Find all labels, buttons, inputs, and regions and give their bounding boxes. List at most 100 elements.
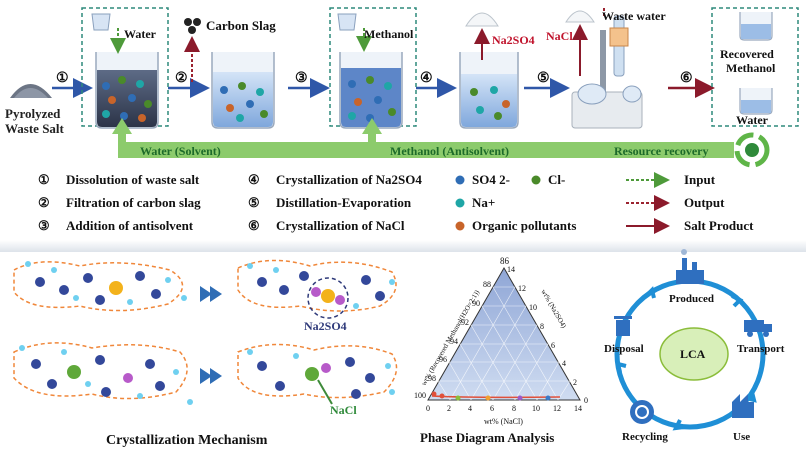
nacl-crystal-pile: [565, 10, 595, 23]
phase-bottom-tick-1: 0: [426, 404, 430, 413]
legend-step-2: Filtration of carbon slag: [66, 195, 201, 210]
recovery-box: [711, 7, 799, 127]
trash-icon: [614, 316, 632, 336]
step-num-6: ⑥: [680, 71, 693, 86]
phase-left-tick-3: 92: [461, 318, 469, 327]
recovered-beakers: [739, 12, 773, 115]
mechanism-arrow-2: [200, 368, 222, 384]
legend-step-num-6: ⑥: [248, 218, 260, 233]
beaker-antisolvent: [339, 52, 403, 129]
phase-left-tick-2: 90: [472, 299, 480, 308]
phase-title: Phase Diagram Analysis: [420, 430, 554, 445]
recovered-label-2: Methanol: [726, 61, 776, 75]
phase-bottom-tick-7: 12: [553, 404, 561, 413]
nacl-pointer: [317, 379, 333, 405]
lca-center: [659, 327, 729, 381]
phase-triangle: [427, 266, 581, 401]
step-num-2: ②: [175, 71, 188, 86]
factory-icon: [676, 249, 704, 284]
mechanism-nacl-label: NaCl: [330, 403, 357, 417]
lca-stage-recycling: Recycling: [622, 431, 668, 443]
resource-recovery-label: Resource recovery: [614, 144, 709, 158]
phase-left-tick-4: 94: [450, 337, 458, 346]
lca-arrow-4: [615, 361, 627, 373]
legend-output: Output: [684, 195, 725, 210]
mechanism-cluster-4: [237, 343, 398, 405]
mechanism-na2so4-label: Na2SO4: [304, 319, 347, 333]
legend-step-num-4: ④: [248, 172, 260, 187]
recovered-water-label: Water: [736, 113, 769, 127]
phase-right-tick-3: 10: [529, 303, 537, 312]
mechanism-cluster-2: [237, 259, 397, 319]
legend-na-dot: [455, 198, 465, 208]
step-num-4: ④: [420, 71, 433, 86]
phase-left-tick-5: 96: [439, 355, 447, 364]
legend: ① Dissolution of waste salt ② Filtration…: [38, 172, 754, 234]
phase-bottom-tick-5: 8: [512, 404, 516, 413]
na2so4-crystal-pile: [465, 12, 499, 27]
legend-step-num-2: ②: [38, 195, 50, 210]
legend-salt-product: Salt Product: [684, 218, 754, 233]
lca-arrow-3: [672, 419, 685, 431]
section-separator: [0, 240, 806, 252]
phase-top-value: 86: [500, 256, 510, 266]
legend-step-num-1: ①: [38, 172, 50, 187]
lca-arrow-1: [731, 294, 744, 308]
phase-points: [431, 391, 551, 401]
beaker-na2so4: [459, 52, 519, 129]
feed-label-1: Pyrolyzed: [5, 106, 61, 121]
phase-bottom-tick-3: 4: [468, 404, 472, 413]
lca-stage-produced: Produced: [669, 293, 714, 305]
carbon-slag-label: Carbon Slag: [206, 18, 276, 33]
legend-step-6: Crystallization of NaCl: [276, 218, 405, 233]
mechanism-cluster-1: [13, 261, 187, 312]
water-pitcher: [91, 13, 111, 31]
legend-so4: SO4 2-: [472, 172, 510, 187]
product-na2so4-label: Na2SO4: [492, 33, 535, 47]
legend-cl-dot: [531, 175, 541, 185]
legend-step-num-5: ⑤: [248, 195, 260, 210]
phase-bottom-tick-8: 14: [574, 404, 582, 413]
rotary-evaporator: [571, 15, 643, 129]
input-methanol-label: Methanol: [364, 27, 414, 41]
mechanism-panel: Na2SO4 NaCl Crystallization Mechanism: [13, 259, 398, 448]
mechanism-arrow-1: [200, 286, 222, 302]
recycle-methanol-label: Methanol (Antisolvent): [390, 144, 509, 158]
waste-water-label: Waste water: [602, 9, 666, 23]
phase-left-tick-1: 88: [483, 280, 491, 289]
phase-right-tick-7: 2: [573, 378, 577, 387]
ions-beaker1: [102, 76, 152, 122]
plant-icon: [732, 394, 754, 418]
phase-right-tick-1: 14: [507, 265, 515, 274]
mechanism-cluster-3: [13, 342, 193, 405]
legend-input: Input: [684, 172, 716, 187]
lca-center-label: LCA: [680, 347, 706, 361]
phase-right-tick-6: 4: [562, 359, 566, 368]
phase-right-tick-5: 6: [551, 341, 555, 350]
waste-salt-pile: [10, 84, 52, 98]
phase-bottom-tick-6: 10: [532, 404, 540, 413]
feed-label-2: Waste Salt: [5, 121, 65, 136]
mechanism-title: Crystallization Mechanism: [106, 433, 268, 448]
legend-step-5: Distillation-Evaporation: [276, 195, 412, 210]
lca-stage-disposal: Disposal: [604, 343, 644, 355]
phase-right-tick-2: 12: [518, 284, 526, 293]
phase-right-tick-8: 0: [584, 396, 588, 405]
phase-gridlines: [437, 286, 571, 401]
lca-arrow-5: [644, 286, 656, 299]
legend-cl: Cl-: [548, 172, 565, 187]
phase-bottom-axis-label: wt% (NaCl): [484, 417, 523, 426]
recycle-water-label: Water (Solvent): [140, 144, 221, 158]
legend-organic: Organic pollutants: [472, 218, 576, 233]
carbon-slag-icon: [184, 18, 201, 34]
step-num-3: ③: [295, 71, 308, 86]
legend-step-3: Addition of antisolvent: [66, 218, 194, 233]
legend-step-4: Crystallization of Na2SO4: [276, 172, 422, 187]
recycle-loop: [112, 118, 734, 158]
recovered-label-1: Recovered: [720, 47, 774, 61]
legend-organic-dot: [455, 221, 465, 231]
lca-stage-transport: Transport: [737, 343, 785, 355]
phase-diagram: 86 88 90 92 94 96 98 100 14 12 10 8 6 4 …: [414, 256, 588, 445]
